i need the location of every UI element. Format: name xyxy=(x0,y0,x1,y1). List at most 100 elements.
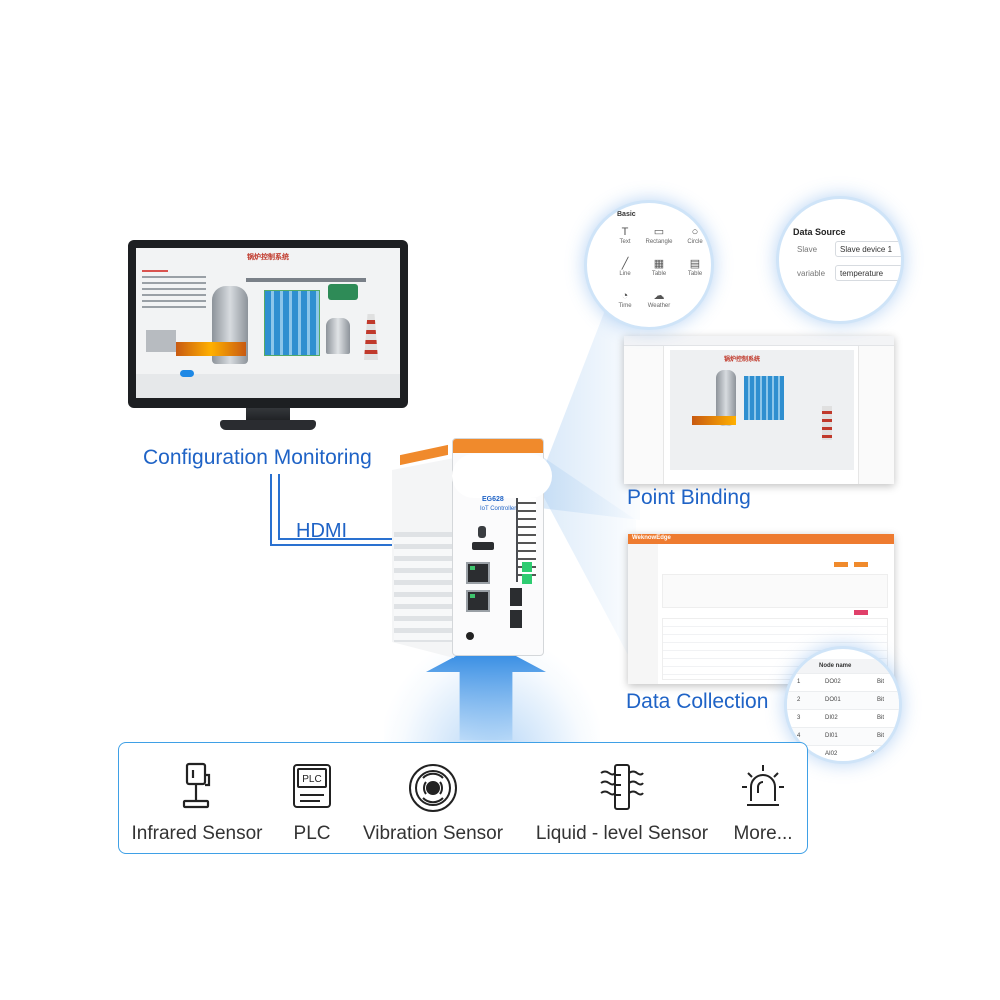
controller-heatsink xyxy=(394,532,452,642)
variable-field: temperature xyxy=(835,265,901,281)
circle-tool: ○Circle xyxy=(675,225,711,245)
controller-top-stripe xyxy=(453,439,543,453)
vibration-sensor-icon xyxy=(409,764,457,812)
action-button xyxy=(854,610,868,615)
table-tool: ▦Table xyxy=(639,257,679,277)
app-sidebar xyxy=(628,544,658,684)
alarm-light-icon xyxy=(742,765,784,806)
scada-pipe xyxy=(246,278,366,282)
rectangle-tool: ▭Rectangle xyxy=(639,225,679,245)
infrared-sensor: Infrared Sensor xyxy=(127,761,267,845)
slave-field: Slave device 1 xyxy=(835,241,901,257)
table-tool-2: ▤Table xyxy=(675,257,711,277)
weather-tool: ☁Weather xyxy=(639,289,679,309)
liquid-level-sensor-icon xyxy=(600,764,644,810)
status-led xyxy=(522,562,532,572)
scada-toggle xyxy=(180,370,194,377)
time-tool: ◔Time xyxy=(605,289,645,309)
canvas-chimney xyxy=(822,406,832,440)
data-collection-label: Data Collection xyxy=(626,690,769,713)
basic-heading: Basic xyxy=(617,211,636,218)
point-binding-screenshot: 锅炉控制系统 xyxy=(624,336,894,484)
hdmi-connector-line-inner xyxy=(278,474,476,540)
data-source-heading: Data Source xyxy=(793,227,846,237)
text-icon: T xyxy=(621,226,629,238)
vibration-sensor-label: Vibration Sensor xyxy=(362,823,504,844)
liquid-level-sensor-label: Liquid - level Sensor xyxy=(535,823,709,844)
status-led xyxy=(522,574,532,584)
monitor-frame: 锅炉控制系统 xyxy=(128,240,408,408)
node-name-header: Node name xyxy=(819,663,852,669)
infrared-sensor-label: Infrared Sensor xyxy=(131,823,263,844)
scada-chimney xyxy=(364,314,378,360)
monitor-neck xyxy=(246,408,290,422)
configuration-monitoring-label: Configuration Monitoring xyxy=(143,446,372,469)
scada-furnace-fire xyxy=(176,342,246,356)
monitor: 锅炉控制系统 xyxy=(128,240,408,432)
usb-c-port xyxy=(478,526,486,538)
liquid-level-sensor: Liquid - level Sensor xyxy=(529,761,715,845)
scada-hopper xyxy=(146,330,176,352)
terminal-block xyxy=(516,498,536,582)
app-header: WeknowEdge xyxy=(628,534,894,544)
data-source-magnifier: Data Source Slave Slave device 1 variabl… xyxy=(776,196,904,324)
controller-model: EG628 xyxy=(482,496,504,503)
ethernet-port xyxy=(466,590,490,612)
iot-controller: EG628 IoT Controller xyxy=(392,438,568,662)
svg-text:PLC: PLC xyxy=(302,774,321,785)
slave-label: Slave xyxy=(797,245,818,254)
plc: PLC PLC xyxy=(277,761,347,845)
property-panel xyxy=(858,346,894,484)
usb-port xyxy=(510,588,522,606)
audio-jack xyxy=(466,632,474,640)
action-button xyxy=(854,562,868,567)
device-cards xyxy=(662,574,888,608)
node-table-header: Node name Bi xyxy=(787,659,899,673)
canvas-boiler xyxy=(716,370,736,426)
point-binding-label: Point Binding xyxy=(627,486,751,509)
scada-ground xyxy=(136,374,400,398)
clock-icon: ◔ xyxy=(621,290,629,302)
controller-cover xyxy=(452,454,552,498)
editor-canvas-title: 锅炉控制系统 xyxy=(724,357,761,363)
canvas-filter xyxy=(744,376,784,420)
hdmi-port xyxy=(472,542,494,550)
app-brand: WeknowEdge xyxy=(632,535,671,541)
controller-subtitle: IoT Controller xyxy=(480,506,517,512)
scada-fan xyxy=(328,284,358,300)
hdmi-label: HDMI xyxy=(296,520,348,542)
hdmi-connector-line xyxy=(270,474,476,546)
monitor-base xyxy=(220,420,316,430)
rectangle-icon: ▭ xyxy=(653,226,665,238)
editor-toolbar xyxy=(624,336,894,346)
scada-title: 锅炉控制系统 xyxy=(247,254,289,261)
component-sidebar xyxy=(624,346,664,484)
action-button xyxy=(834,562,848,567)
usb-port xyxy=(510,610,522,628)
variable-label: variable xyxy=(797,269,826,278)
node-type-header: Bi xyxy=(887,663,893,669)
plc-label: PLC xyxy=(293,823,331,844)
line-icon: ╱ xyxy=(621,258,629,270)
canvas-fire xyxy=(692,416,736,425)
ethernet-port xyxy=(466,562,490,584)
circle-icon: ○ xyxy=(691,226,699,238)
scada-screen: 锅炉控制系统 xyxy=(136,248,400,398)
more-sensors: More... xyxy=(725,761,801,845)
scada-tank xyxy=(326,318,350,354)
sensor-bar: Infrared Sensor PLC PLC Vibration Sensor xyxy=(118,742,808,854)
more-label: More... xyxy=(733,823,793,844)
plc-icon: PLC xyxy=(293,764,331,808)
vibration-sensor: Vibration Sensor xyxy=(357,761,509,845)
line-tool: ╱Line xyxy=(605,257,645,277)
scada-filter xyxy=(264,290,320,356)
